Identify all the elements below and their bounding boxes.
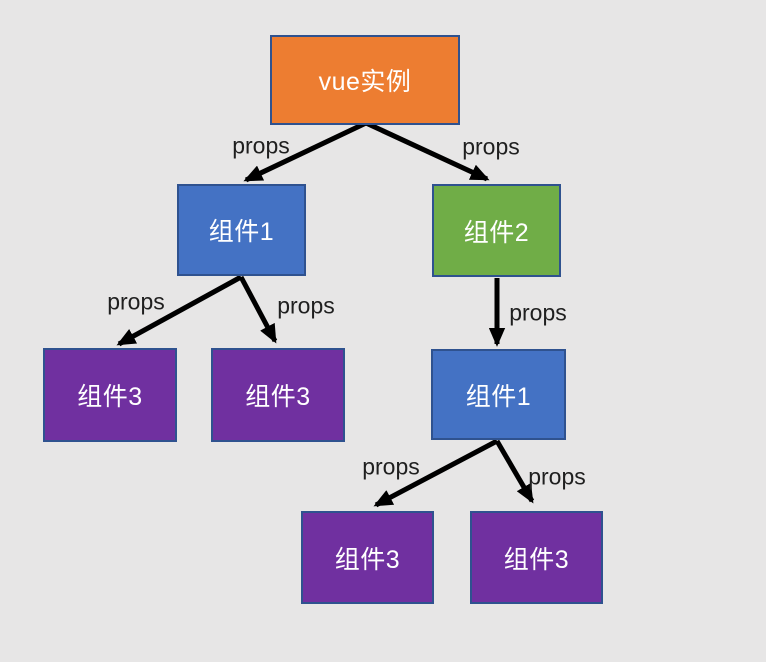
node-component2[interactable]: 组件2 — [432, 184, 561, 277]
node-vue-instance[interactable]: vue实例 — [270, 35, 460, 125]
props-label: props — [528, 463, 586, 490]
props-label: props — [362, 453, 420, 480]
props-label: props — [462, 133, 520, 160]
props-label: props — [509, 299, 567, 326]
node-component1-top[interactable]: 组件1 — [177, 184, 306, 276]
props-arrow — [238, 275, 278, 344]
props-label: props — [232, 132, 290, 159]
node-component3-left[interactable]: 组件3 — [43, 348, 177, 442]
props-arrow — [494, 439, 535, 504]
node-component3-bottom-right[interactable]: 组件3 — [470, 511, 603, 604]
node-component1-bottom[interactable]: 组件1 — [431, 349, 566, 440]
props-label: props — [277, 292, 335, 319]
props-label: props — [107, 288, 165, 315]
node-component3-mid[interactable]: 组件3 — [211, 348, 345, 442]
node-component3-bottom-left[interactable]: 组件3 — [301, 511, 434, 604]
